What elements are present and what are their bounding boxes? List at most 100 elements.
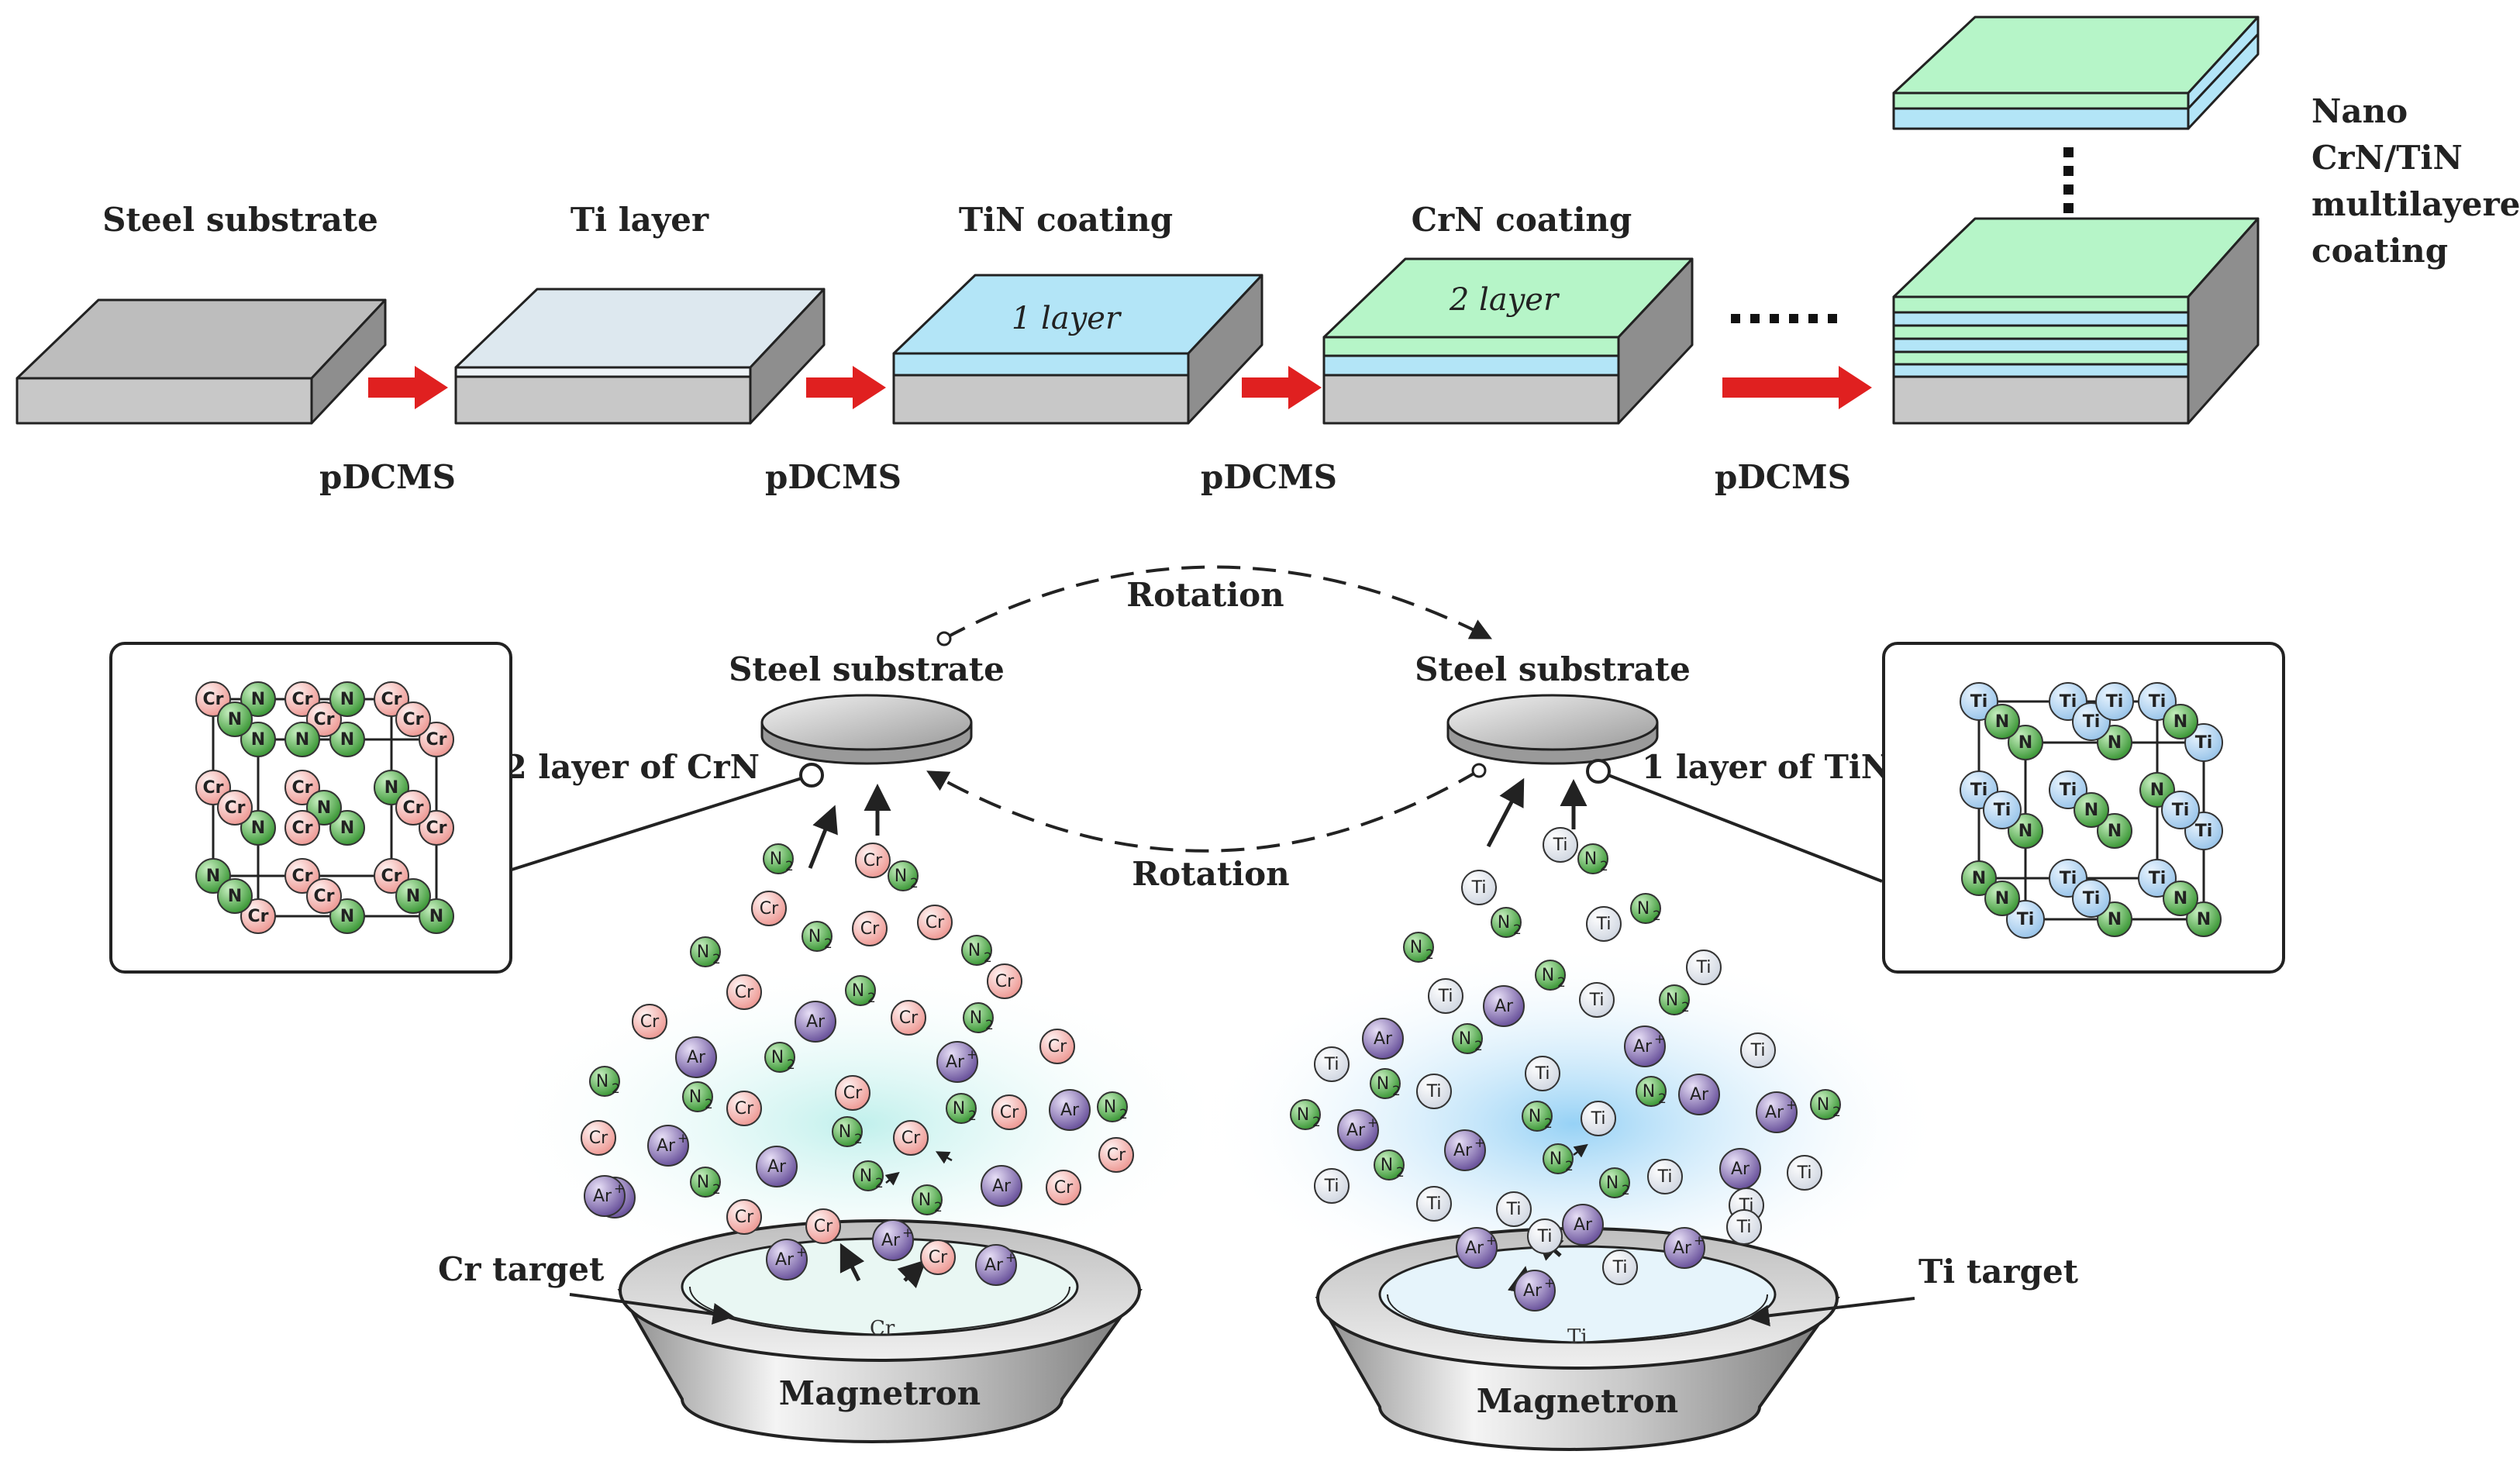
svg-text:2: 2 [1392,1084,1401,1099]
svg-text:2: 2 [875,1176,884,1191]
small-arrows [884,1143,1588,1186]
cr-atom: Cr [855,843,891,878]
ti-atom: Ti [1525,1056,1560,1091]
method-label: pDCMS [1715,458,1851,496]
svg-text:Ar: Ar [775,1250,795,1270]
ar-ion: Ar+ [1663,1227,1705,1269]
svg-text:Ar: Ar [1494,997,1514,1016]
vertical-dots [2063,147,2074,213]
cr-atom: Cr [893,1120,929,1156]
stage-title-steel: Steel substrate [102,201,378,239]
svg-text:2: 2 [824,936,833,952]
svg-text:Cr: Cr [760,899,779,919]
svg-text:Ar: Ar [1690,1085,1709,1105]
svg-text:N: N [2150,781,2164,800]
svg-text:Ti: Ti [1471,878,1487,898]
layer-label-left: 2 layer of CrN [504,748,760,786]
svg-text:2: 2 [1832,1105,1841,1120]
svg-text:+: + [677,1131,688,1146]
ar-atom: Ar [1562,1204,1604,1246]
svg-text:N: N [251,690,265,709]
cr-lattice-atom: Cr [419,722,454,757]
ar-atom: Ar [1483,985,1525,1027]
svg-text:+: + [1005,1250,1016,1266]
svg-text:N: N [340,690,354,709]
svg-text:Ti: Ti [1970,781,1988,800]
red-arrow-icon [1722,366,1872,409]
cr-atom: Cr [632,1004,667,1039]
svg-text:Cr: Cr [1107,1146,1126,1165]
magnetron-right: Ti [1315,1227,1840,1451]
rotation-label-top: Rotation [1126,576,1284,614]
svg-text:N: N [1995,889,2009,908]
svg-text:Ti: Ti [1696,958,1712,977]
svg-text:Ti: Ti [1537,1227,1553,1246]
svg-text:N: N [808,927,821,946]
svg-text:N: N [206,867,220,886]
ti-atom: Ti [1602,1249,1638,1285]
svg-text:Ti: Ti [1553,836,1568,855]
n-lattice-atom: N [2163,881,2198,916]
magnetron-label-left: Magnetron [779,1374,981,1412]
svg-text:2: 2 [1544,1116,1553,1132]
svg-text:N: N [340,819,354,838]
svg-text:Cr: Cr [403,710,424,729]
substrate-label-right: Steel substrate [1415,650,1691,688]
cr-atom: Cr [920,1239,956,1275]
cr-lattice-atom: Cr [395,701,431,737]
svg-text:Cr: Cr [381,690,402,709]
cr-lattice-atom: Cr [217,790,253,826]
svg-text:Ar: Ar [806,1012,826,1032]
ti-lattice-atom: Ti [2184,723,2223,762]
svg-text:N: N [697,943,709,962]
cr-lattice-atom: Cr [306,878,342,914]
rotation-start-dot [1471,763,1487,778]
svg-text:2: 2 [1658,1091,1667,1107]
svg-text:2: 2 [1396,1165,1405,1181]
stage-title-ti: Ti layer [571,201,709,239]
svg-text:+: + [1694,1233,1705,1249]
svg-text:2: 2 [867,991,876,1006]
svg-text:Cr: Cr [1054,1178,1074,1198]
svg-text:N: N [770,850,782,869]
svg-text:Ar: Ar [992,1177,1012,1196]
svg-text:Cr: Cr [929,1248,948,1267]
svg-text:N: N [771,1048,784,1067]
rotation-arc-top [943,565,1492,640]
process-arrows [368,366,1872,409]
svg-text:N: N [1498,913,1510,932]
ti-atom: Ti [1461,870,1497,905]
svg-text:Ar: Ar [767,1157,787,1177]
rotation-start-dot [936,631,952,646]
ar-atom: Ar [981,1165,1022,1207]
cr-atom: Cr [891,1000,926,1036]
svg-text:Ti: Ti [1612,1258,1628,1277]
n-lattice-atom: N [1984,881,2020,916]
ti-atom: Ti [1740,1032,1776,1068]
svg-text:N: N [406,887,420,906]
svg-text:+: + [1486,1233,1497,1249]
svg-text:N: N [1972,869,1986,888]
cr-atom: Cr [835,1075,870,1111]
cr-atom: Cr [581,1120,616,1156]
svg-text:N: N [1637,899,1650,919]
n-lattice-atom: N [2008,725,2043,760]
target-symbol-right: Ti [1567,1325,1587,1349]
n-lattice-atom: N [329,681,365,717]
svg-text:Ti: Ti [1970,692,1988,712]
ti-layer-block [454,288,826,425]
svg-text:N: N [697,1173,709,1192]
ar-ion: Ar+ [936,1041,978,1083]
svg-text:Ti: Ti [2060,869,2077,888]
svg-text:2: 2 [712,1182,721,1198]
cr-atom: Cr [852,911,888,946]
tin-layer-label: 1 layer [1012,301,1122,336]
ar-atom: Ar [756,1146,798,1187]
svg-text:N: N [2108,910,2122,929]
